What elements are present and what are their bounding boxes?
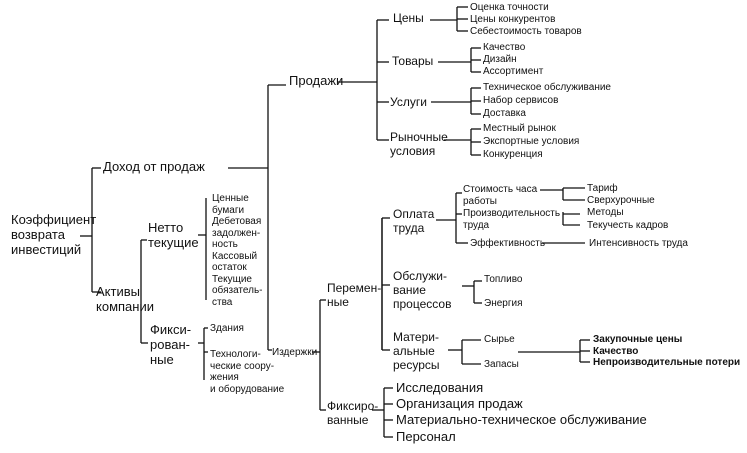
market-item: Конкуренция	[483, 149, 543, 160]
revenue-node: Доход от продаж	[103, 159, 205, 174]
goods-item: Ассортимент	[483, 66, 544, 77]
materials-factor: Непроизводительные потери	[593, 357, 741, 368]
sales-node: Продажи	[289, 73, 344, 88]
assets-node: Активы компании	[96, 284, 154, 314]
labor-pay-node: Оплата труда	[393, 207, 435, 235]
fixed-costs-item: Исследования	[396, 380, 484, 395]
productivity-item: Методы	[587, 207, 624, 218]
buildings-item: Здания	[210, 323, 244, 334]
efficiency-item: Интенсивность труда	[589, 238, 688, 249]
root-node: Коэффициент возврата инвестиций	[11, 212, 97, 257]
raw-materials-item: Сырье	[484, 334, 515, 345]
prices-item: Себестоимость товаров	[470, 26, 582, 37]
services-node: Услуги	[390, 95, 427, 109]
tech-facilities-item: Технологи- ческие соору- жения и оборудо…	[210, 349, 285, 395]
services-item: Доставка	[483, 108, 526, 119]
fixed-costs-item: Персонал	[396, 429, 456, 444]
services-item: Набор сервисов	[483, 95, 559, 106]
fixed-costs-item: Организация продаж	[396, 396, 523, 411]
costs-node: Издержки	[272, 347, 318, 358]
goods-item: Качество	[483, 42, 526, 53]
hour-cost-node: Стоимость часа работы	[463, 184, 538, 207]
materials-factor: Качество	[593, 346, 639, 357]
fixed-costs-node: Фиксиро- ванные	[327, 399, 379, 427]
market-node: Рыночные условия	[390, 130, 448, 158]
prices-item: Цены конкурентов	[470, 14, 556, 25]
variable-costs-node: Перемен- ные	[327, 281, 382, 309]
efficiency-node: Эффективность	[470, 238, 546, 249]
fixed-assets-node: Фикси- рован- ные	[150, 322, 192, 367]
process-item: Энергия	[484, 298, 523, 309]
goods-node: Товары	[392, 54, 434, 68]
hour-cost-item: Сверхурочные	[587, 195, 655, 206]
market-item: Местный рынок	[483, 123, 556, 134]
market-item: Экспортные условия	[483, 136, 580, 147]
process-item: Топливо	[484, 274, 523, 285]
materials-factor: Закупочные цены	[593, 334, 683, 345]
prices-item: Оценка точности	[470, 2, 549, 13]
process-service-node: Обслужи- вание процессов	[393, 269, 452, 311]
net-current-items: Ценные бумаги Дебетовая задолжен- ность …	[212, 193, 263, 308]
hour-cost-item: Тариф	[587, 183, 618, 194]
prices-node: Цены	[393, 11, 424, 25]
stocks-item: Запасы	[484, 359, 519, 370]
goods-item: Дизайн	[483, 54, 517, 65]
fixed-costs-item: Материально-техническое обслуживание	[396, 412, 647, 427]
productivity-node: Производительность труда	[463, 208, 561, 231]
materials-node: Матери- альные ресурсы	[393, 330, 440, 372]
productivity-item: Текучесть кадров	[587, 220, 669, 231]
services-item: Техническое обслуживание	[483, 82, 611, 93]
net-current-node: Нетто текущие	[148, 220, 199, 250]
